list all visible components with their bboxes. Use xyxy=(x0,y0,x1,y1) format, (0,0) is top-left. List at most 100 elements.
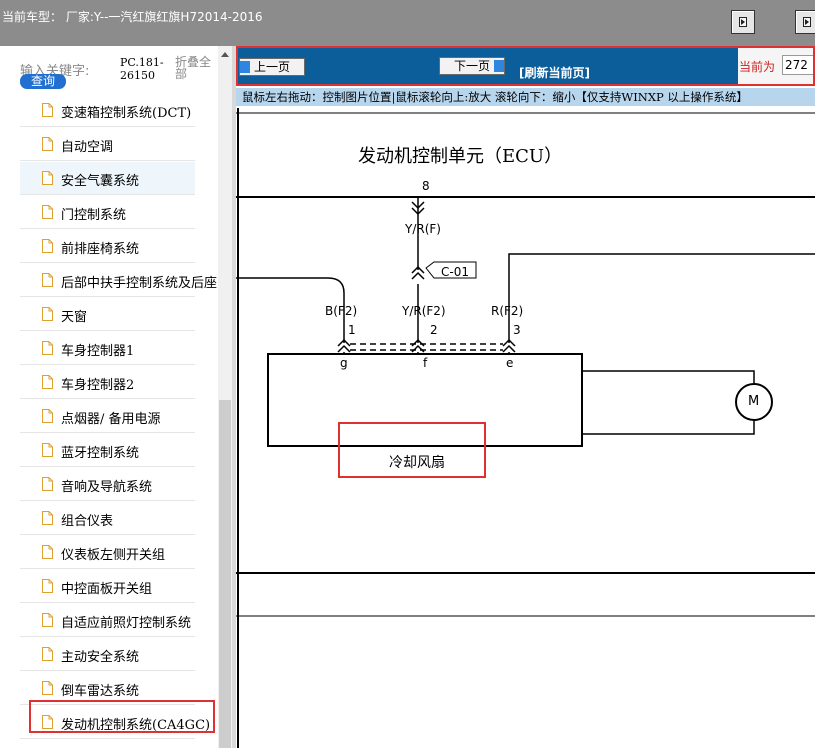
expand-panel-button[interactable] xyxy=(795,10,815,34)
sidebar-item[interactable]: 组合仪表 xyxy=(20,502,195,535)
document-icon xyxy=(42,681,53,695)
document-icon xyxy=(42,579,53,593)
document-icon xyxy=(42,103,53,117)
cooling-fan-highlight xyxy=(338,422,486,478)
cooling-fan-box xyxy=(267,353,583,447)
document-icon xyxy=(42,477,53,491)
motor-label: M xyxy=(748,394,760,409)
sidebar-item-label: 自动空调 xyxy=(61,140,114,155)
wire-label-2: Y/R(F2) xyxy=(402,304,446,318)
keyword-input[interactable]: PC.181-26150 xyxy=(120,56,164,82)
terminal-label-3: e xyxy=(506,356,514,370)
sidebar-scrollbar[interactable] xyxy=(218,46,232,748)
sidebar-item-label: 天窗 xyxy=(61,310,88,325)
navigation-highlight xyxy=(236,46,815,86)
sidebar-item-label: 自适应前照灯控制系统 xyxy=(61,616,192,631)
pane-divider[interactable] xyxy=(232,46,236,748)
connector-top-icon xyxy=(411,201,425,216)
document-icon xyxy=(42,307,53,321)
document-icon xyxy=(42,443,53,457)
sidebar-item[interactable]: 发动机控制系统(CA4GC) xyxy=(20,706,210,739)
sidebar-item-label: 发动机控制系统(CA4GC) xyxy=(61,718,211,733)
document-icon xyxy=(42,273,53,287)
sidebar-item[interactable]: 后部中扶手控制系统及后座 xyxy=(20,264,217,297)
sidebar-item[interactable]: 中控面板开关组 xyxy=(20,570,195,603)
wiring-diagram[interactable]: 发动机控制单元（ECU） 8 Y/R(F) C-01 B(F2) Y/R(F2)… xyxy=(236,108,815,748)
sidebar-item-label: 车身控制器1 xyxy=(61,344,135,359)
system-tree: 变速箱控制系统(DCT) 自动空调安全气囊系统门控制系统前排座椅系统后部中扶手控制… xyxy=(0,94,218,748)
sidebar-item[interactable]: 倒车雷达系统 xyxy=(20,672,195,705)
prev-page-button[interactable]: 上一页 xyxy=(239,58,305,76)
sidebar-item-label: 倒车雷达系统 xyxy=(61,684,140,699)
sidebar-item[interactable]: 自适应前照灯控制系统 xyxy=(20,604,195,637)
pin-label-3: 3 xyxy=(513,323,521,337)
sidebar-item-label: 前排座椅系统 xyxy=(61,242,140,257)
current-page-box: 当前为 xyxy=(738,46,815,84)
sidebar-item-label: 中控面板开关组 xyxy=(61,582,153,597)
sidebar-item-label: 仪表板左侧开关组 xyxy=(61,548,166,563)
document-icon xyxy=(42,545,53,559)
fold-all-link[interactable]: 折叠全部 xyxy=(175,55,212,81)
search-area: 输入关键字: PC.181-26150 折叠全部 查询 xyxy=(0,46,218,94)
wire-b-f2 xyxy=(236,277,345,343)
motor-wire-bottom xyxy=(582,420,755,435)
usage-hint: 鼠标左右拖动：控制图片位置|鼠标滚轮向上:放大 滚轮向下：缩小【仅支持WINXP… xyxy=(236,88,815,106)
document-icon xyxy=(42,171,53,185)
prev-arrow-icon xyxy=(240,61,250,73)
sidebar-item[interactable]: 点烟器/ 备用电源 xyxy=(20,400,195,433)
pin1-connector-icon xyxy=(337,338,351,353)
sidebar-item[interactable]: 自动空调 xyxy=(20,128,195,161)
document-icon xyxy=(42,409,53,423)
diagram-lines xyxy=(236,108,815,748)
vehicle-title: 当前车型： 厂家:Y--一汽红旗红旗H72014-2016 xyxy=(2,10,263,24)
sidebar-item-label: 门控制系统 xyxy=(61,208,127,223)
wire-top-label: Y/R(F) xyxy=(405,222,441,236)
document-icon xyxy=(42,511,53,525)
scroll-thumb[interactable] xyxy=(219,400,231,748)
sidebar-item[interactable]: 仪表板左侧开关组 xyxy=(20,536,195,569)
document-icon xyxy=(42,647,53,661)
current-page-label: 当前为 xyxy=(739,60,776,74)
document-icon xyxy=(42,341,53,355)
motor-wire-top xyxy=(582,370,755,384)
terminal-label-2: f xyxy=(423,356,428,370)
title-bar: 当前车型： 厂家:Y--一汽红旗红旗H72014-2016 xyxy=(0,0,815,46)
sidebar-item[interactable]: 变速箱控制系统(DCT) xyxy=(20,94,195,127)
sidebar-item-label: 组合仪表 xyxy=(61,514,114,529)
sidebar-item[interactable]: 主动安全系统 xyxy=(20,638,195,671)
terminal-label-1: g xyxy=(340,356,348,370)
wire-label-3: R(F2) xyxy=(491,304,524,318)
document-icon xyxy=(42,375,53,389)
connector-label: C-01 xyxy=(441,265,469,279)
query-button[interactable]: 查询 xyxy=(20,74,66,89)
sidebar-item[interactable]: 蓝牙控制系统 xyxy=(20,434,195,467)
sidebar-item[interactable]: 门控制系统 xyxy=(20,196,195,229)
refresh-page-link[interactable]: [刷新当前页] xyxy=(519,66,590,80)
sidebar-item-label: 蓝牙控制系统 xyxy=(61,446,140,461)
document-icon xyxy=(42,137,53,151)
wire-r-f2 xyxy=(508,253,815,343)
sidebar-item[interactable]: 天窗 xyxy=(20,298,195,331)
next-arrow-icon xyxy=(494,60,504,72)
scroll-up-icon[interactable] xyxy=(221,52,229,57)
panel-arrow-icon xyxy=(739,17,747,27)
expand-arrow-icon xyxy=(803,17,811,27)
sidebar-item[interactable]: 前排座椅系统 xyxy=(20,230,195,263)
sidebar: 输入关键字: PC.181-26150 折叠全部 查询 变速箱控制系统(DCT)… xyxy=(0,46,232,748)
document-icon xyxy=(42,239,53,253)
wire-label-1: B(F2) xyxy=(325,304,358,318)
page-navigation: 上一页 下一页 [刷新当前页] xyxy=(236,46,815,86)
sidebar-item-label: 安全气囊系统 xyxy=(61,174,140,189)
next-page-button[interactable]: 下一页 xyxy=(439,57,505,75)
sidebar-item[interactable]: 安全气囊系统 xyxy=(20,162,195,195)
pin-label-1: 1 xyxy=(348,323,356,337)
c01-tag-outline xyxy=(425,261,477,279)
sidebar-item-label: 主动安全系统 xyxy=(61,650,140,665)
selected-item-highlight xyxy=(29,700,215,733)
sidebar-item[interactable]: 音响及导航系统 xyxy=(20,468,195,501)
sidebar-item[interactable]: 车身控制器2 xyxy=(20,366,195,399)
sidebar-item-label: 音响及导航系统 xyxy=(61,480,153,495)
toggle-panel-button[interactable] xyxy=(731,10,755,34)
connector-c01-icon xyxy=(411,265,425,280)
sidebar-item[interactable]: 车身控制器1 xyxy=(20,332,195,365)
